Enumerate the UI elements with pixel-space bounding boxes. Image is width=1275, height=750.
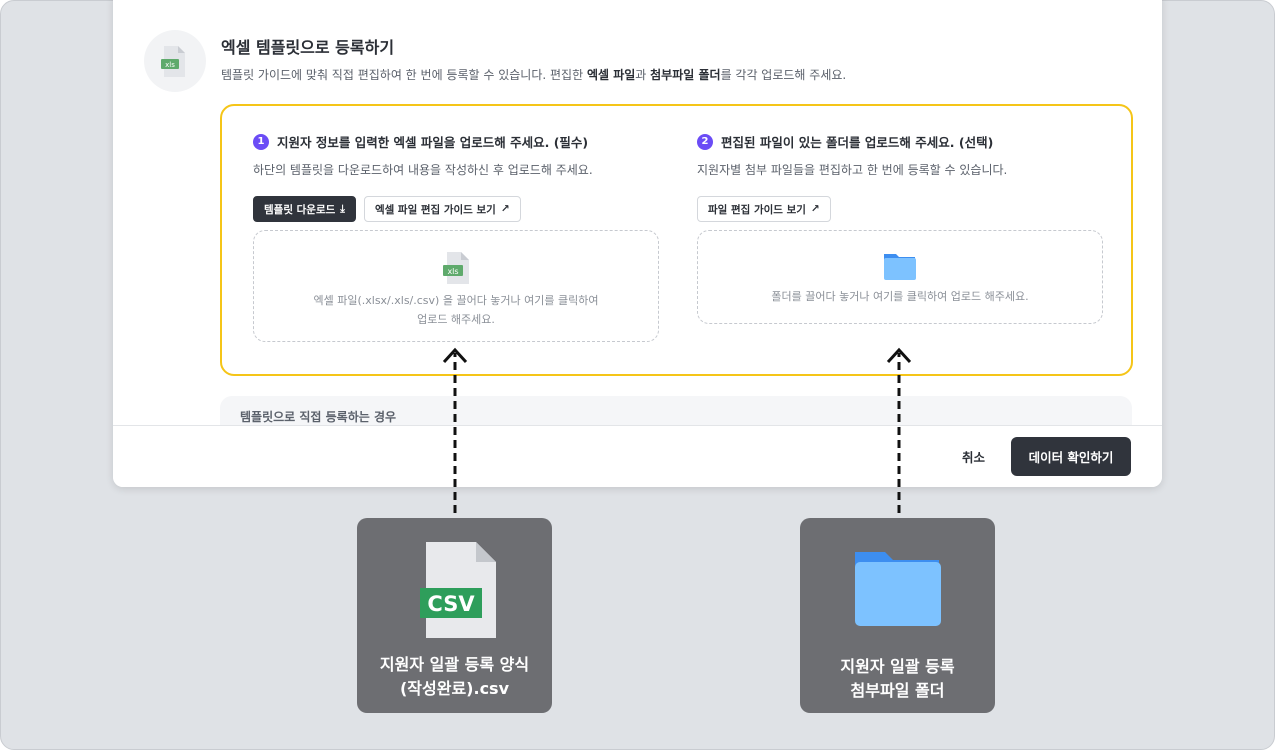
confirm-data-button[interactable]: 데이터 확인하기 — [1011, 437, 1131, 476]
folder-dropzone[interactable]: 폴더를 끌어다 놓거나 여기를 클릭하여 업로드 해주세요. — [697, 230, 1103, 324]
step-2: 2 편집된 파일이 있는 폴더를 업로드해 주세요. (선택) 지원자별 첨부 파… — [697, 132, 1007, 222]
step-title: 편집된 파일이 있는 폴더를 업로드해 주세요. (선택) — [721, 135, 994, 150]
external-link-icon: ↗ — [500, 203, 510, 215]
arrow-up-icon — [886, 347, 912, 513]
dropzone-text: 엑셀 파일(.xlsx/.xls/.csv) 을 끌어다 놓거나 여기를 클릭하… — [313, 294, 599, 307]
excel-dropzone[interactable]: xls 엑셀 파일(.xlsx/.xls/.csv) 을 끌어다 놓거나 여기를… — [253, 230, 659, 342]
card-label: (작성완료).csv — [399, 679, 510, 698]
cancel-button[interactable]: 취소 — [962, 450, 986, 465]
csv-file-card: CSV 지원자 일괄 등록 양식 (작성완료).csv — [357, 518, 552, 713]
step-subtitle: 하단의 템플릿을 다운로드하여 내용을 작성하신 후 업로드해 주세요. — [253, 163, 593, 177]
step-title: 지원자 정보를 입력한 엑셀 파일을 업로드해 주세요. (필수) — [277, 135, 589, 150]
xls-file-icon: xls — [443, 252, 469, 284]
step-number: 1 — [253, 133, 269, 150]
dropzone-text: 폴더를 끌어다 놓거나 여기를 클릭하여 업로드 해주세요. — [771, 290, 1029, 303]
step-subtitle: 지원자별 첨부 파일들을 편집하고 한 번에 등록할 수 있습니다. — [697, 163, 1008, 177]
excel-guide-button[interactable]: 엑셀 파일 편집 가이드 보기↗ — [363, 196, 521, 222]
card-label: 지원자 일괄 등록 양식 — [379, 655, 530, 674]
svg-text:xls: xls — [447, 267, 458, 276]
step-number: 2 — [697, 133, 713, 150]
excel-template-modal: xls 엑셀 템플릿으로 등록하기 템플릿 가이드에 맞춰 직접 편집하여 한 … — [113, 0, 1162, 487]
card-label: 첨부파일 폴더 — [850, 681, 945, 700]
download-icon: ⤓ — [340, 202, 345, 215]
xls-file-icon: xls — [144, 30, 206, 92]
svg-text:CSV: CSV — [427, 592, 475, 616]
file-guide-button[interactable]: 파일 편집 가이드 보기↗ — [697, 196, 831, 222]
folder-icon — [884, 254, 916, 280]
svg-text:xls: xls — [165, 61, 175, 69]
info-text: 템플릿으로 직접 등록하는 경우 — [240, 410, 397, 424]
modal-title: 엑셀 템플릿으로 등록하기 — [221, 38, 395, 57]
card-label: 지원자 일괄 등록 — [840, 657, 955, 676]
external-link-icon: ↗ — [810, 203, 820, 215]
dropzone-text: 업로드 해주세요. — [417, 313, 495, 326]
template-download-button[interactable]: 템플릿 다운로드⤓ — [253, 196, 356, 222]
modal-footer: 취소 데이터 확인하기 — [113, 425, 1162, 487]
step-1: 1 지원자 정보를 입력한 엑셀 파일을 업로드해 주세요. (필수) 하단의 템… — [253, 132, 593, 222]
arrow-up-icon — [442, 347, 468, 513]
folder-card: 지원자 일괄 등록 첨부파일 폴더 — [800, 518, 995, 713]
csv-file-icon: CSV — [419, 542, 496, 638]
upload-section: 1 지원자 정보를 입력한 엑셀 파일을 업로드해 주세요. (필수) 하단의 템… — [220, 104, 1133, 376]
folder-icon — [854, 552, 941, 626]
modal-description: 템플릿 가이드에 맞춰 직접 편집하여 한 번에 등록할 수 있습니다. 편집한… — [221, 68, 847, 82]
